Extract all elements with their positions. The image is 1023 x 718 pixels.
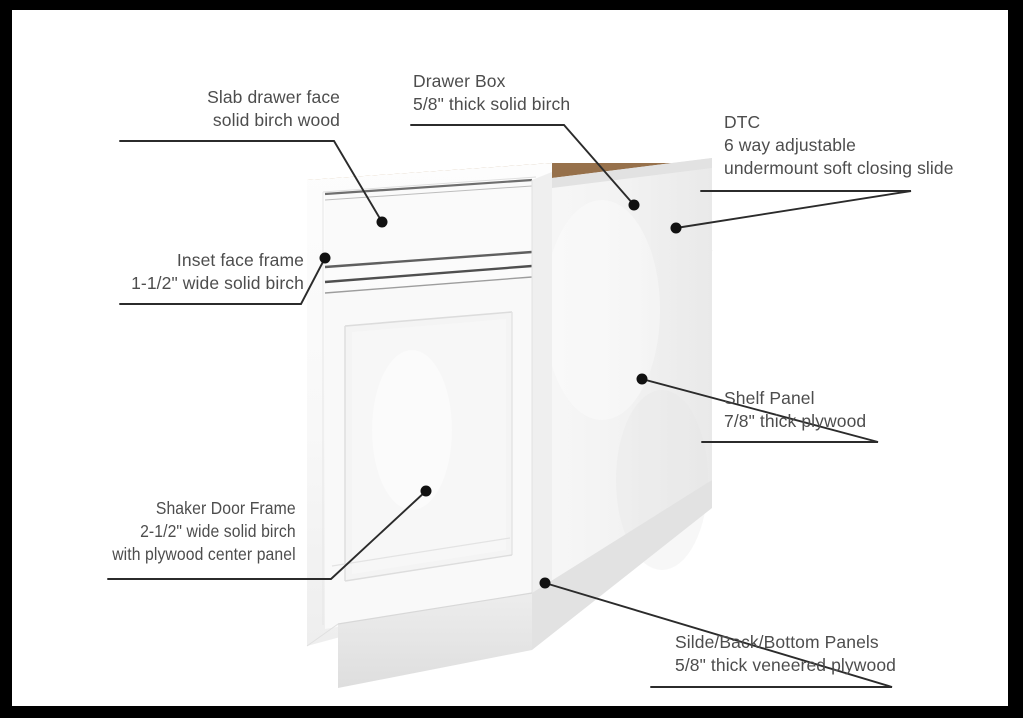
callout-slab-drawer-face: Slab drawer face solid birch wood <box>207 86 340 132</box>
anchor-dot-inset-face-frame <box>319 252 331 264</box>
diagram-stage: DTC 6WAY DTC 6WAY <box>12 10 1008 706</box>
cabinet-side-panel <box>519 158 712 627</box>
anchor-dot-shaker-door-frame <box>420 485 432 497</box>
callout-line: Drawer Box <box>413 71 506 91</box>
leader-line-inset-face-frame <box>119 257 326 305</box>
anchor-dot-side-back-bottom-panels <box>539 577 551 589</box>
callout-drawer-box: Drawer Box 5/8" thick solid birch <box>413 70 570 116</box>
callout-line: undermount soft closing slide <box>724 158 954 179</box>
leader-line-dtc-slide <box>675 190 912 229</box>
callout-line: with plywood center panel <box>112 544 296 565</box>
callout-shaker-door-frame: Shaker Door Frame 2-1/2" wide solid birch… <box>112 497 295 566</box>
toe-kick-base <box>306 480 712 688</box>
callout-inset-face-frame: Inset face frame 1-1/2" wide solid birch <box>131 249 304 295</box>
cabinet-illustration: DTC 6WAY DTC 6WAY <box>107 124 912 688</box>
leader-line-shelf-panel <box>641 378 879 443</box>
callout-leader-lines <box>107 124 912 688</box>
callout-line: Slab drawer face <box>207 87 340 107</box>
anchor-dot-slab-drawer-face <box>376 216 388 228</box>
callout-line: 6 way adjustable <box>724 135 856 156</box>
leader-line-drawer-box <box>410 124 635 206</box>
diagram-frame: DTC 6WAY DTC 6WAY <box>12 10 1008 706</box>
cabinet-front <box>307 163 552 646</box>
callout-line: DTC <box>724 112 761 132</box>
anchor-dot-dtc-slide <box>670 222 682 234</box>
callout-line: 5/8" thick veneered plywood <box>675 655 896 676</box>
leader-line-slab-drawer-face <box>119 140 383 223</box>
callout-line: Shaker Door Frame <box>155 498 296 518</box>
callout-line: 2-1/2" wide solid birch <box>140 521 296 542</box>
anchor-dot-drawer-box <box>628 199 640 211</box>
callout-anchor-dots <box>319 199 682 589</box>
callout-shelf-panel: Shelf Panel 7/8" thick plywood <box>724 387 866 433</box>
callout-line: 7/8" thick plywood <box>724 411 867 432</box>
callout-line: 5/8" thick solid birch <box>413 94 571 115</box>
callout-line: Shelf Panel <box>724 388 815 408</box>
callout-line: solid birch wood <box>212 110 340 131</box>
callout-line: Silde/Back/Bottom Panels <box>675 632 879 652</box>
callout-line: 1-1/2" wide solid birch <box>131 273 304 294</box>
callout-line: Inset face frame <box>176 250 304 270</box>
anchor-dot-shelf-panel <box>636 373 648 385</box>
leader-line-shaker-door-frame <box>107 490 427 580</box>
callout-side-back-bottom-panels: Silde/Back/Bottom Panels 5/8" thick venee… <box>675 631 896 677</box>
leader-line-side-back-bottom-panels <box>544 582 893 688</box>
